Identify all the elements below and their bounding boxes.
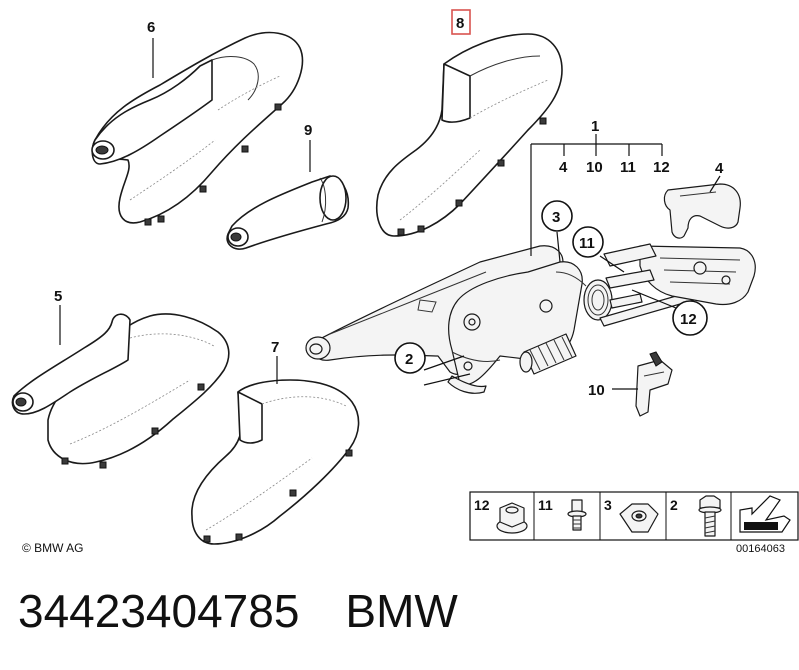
handbrake-lever-assembly[interactable]	[305, 245, 695, 394]
callout-10: 10	[588, 382, 605, 399]
callout-group-10: 10	[586, 159, 603, 176]
callout-8: 8	[456, 15, 464, 32]
part-number: 34423404785	[18, 585, 300, 637]
callout-group-4: 4	[559, 159, 568, 176]
coil-spring	[555, 271, 613, 321]
callout-12: 12	[680, 311, 697, 328]
hardware-cell-11[interactable]: 11	[538, 497, 587, 531]
callout-3: 3	[552, 209, 560, 226]
hex-nut-flange-icon	[496, 502, 528, 534]
part-10-clip[interactable]	[635, 351, 673, 417]
callout-group-12: 12	[653, 159, 670, 176]
part-5-grip-boot[interactable]	[11, 313, 230, 469]
callout-5: 5	[54, 288, 62, 305]
part-4-bracket[interactable]	[663, 183, 741, 239]
hardware-cell-12[interactable]: 12	[474, 497, 528, 534]
hardware-label-2: 2	[670, 497, 678, 513]
part-8-grip-cover[interactable]	[376, 9, 563, 237]
callout-1: 1	[591, 118, 599, 135]
copyright-notice: © BMW AG	[22, 541, 84, 555]
callout-group-11: 11	[620, 159, 636, 176]
callout-circle-11	[572, 226, 604, 258]
callout-2: 2	[405, 351, 413, 368]
document-number: 00164063	[736, 543, 785, 555]
hardware-label-11: 11	[538, 497, 553, 513]
part-7-grip-boot[interactable]	[191, 379, 360, 545]
callout-circle-12	[672, 300, 708, 336]
highlight-box	[451, 9, 471, 35]
assembly-arrow-icon	[739, 495, 791, 533]
cable-mechanism[interactable]	[603, 243, 756, 309]
hardware-cell-2[interactable]: 2	[670, 495, 722, 537]
callout-7: 7	[271, 339, 279, 356]
part-9-handle-grip[interactable]	[226, 175, 350, 250]
brand-name: BMW	[345, 585, 458, 637]
hex-bolt-icon	[698, 495, 722, 537]
leader-lines	[59, 38, 721, 390]
callout-6: 6	[147, 19, 155, 36]
callout-circle-3	[541, 200, 573, 232]
hardware-label-3: 3	[604, 497, 612, 513]
callout-9: 9	[304, 122, 312, 139]
callout-11: 11	[579, 235, 595, 252]
caption: 34423404785 BMW	[18, 584, 458, 640]
ratchet-spring	[519, 333, 577, 375]
stud-bolt-icon	[567, 499, 587, 531]
callout-4: 4	[715, 160, 724, 177]
hardware-table: 12 11 3 2	[469, 491, 799, 541]
part-6-grip-cover[interactable]	[91, 31, 304, 226]
hex-collar-nut-icon	[619, 503, 659, 533]
hardware-cell-3[interactable]: 3	[604, 497, 659, 533]
hardware-label-12: 12	[474, 497, 490, 513]
callout-circle-2	[394, 342, 426, 374]
